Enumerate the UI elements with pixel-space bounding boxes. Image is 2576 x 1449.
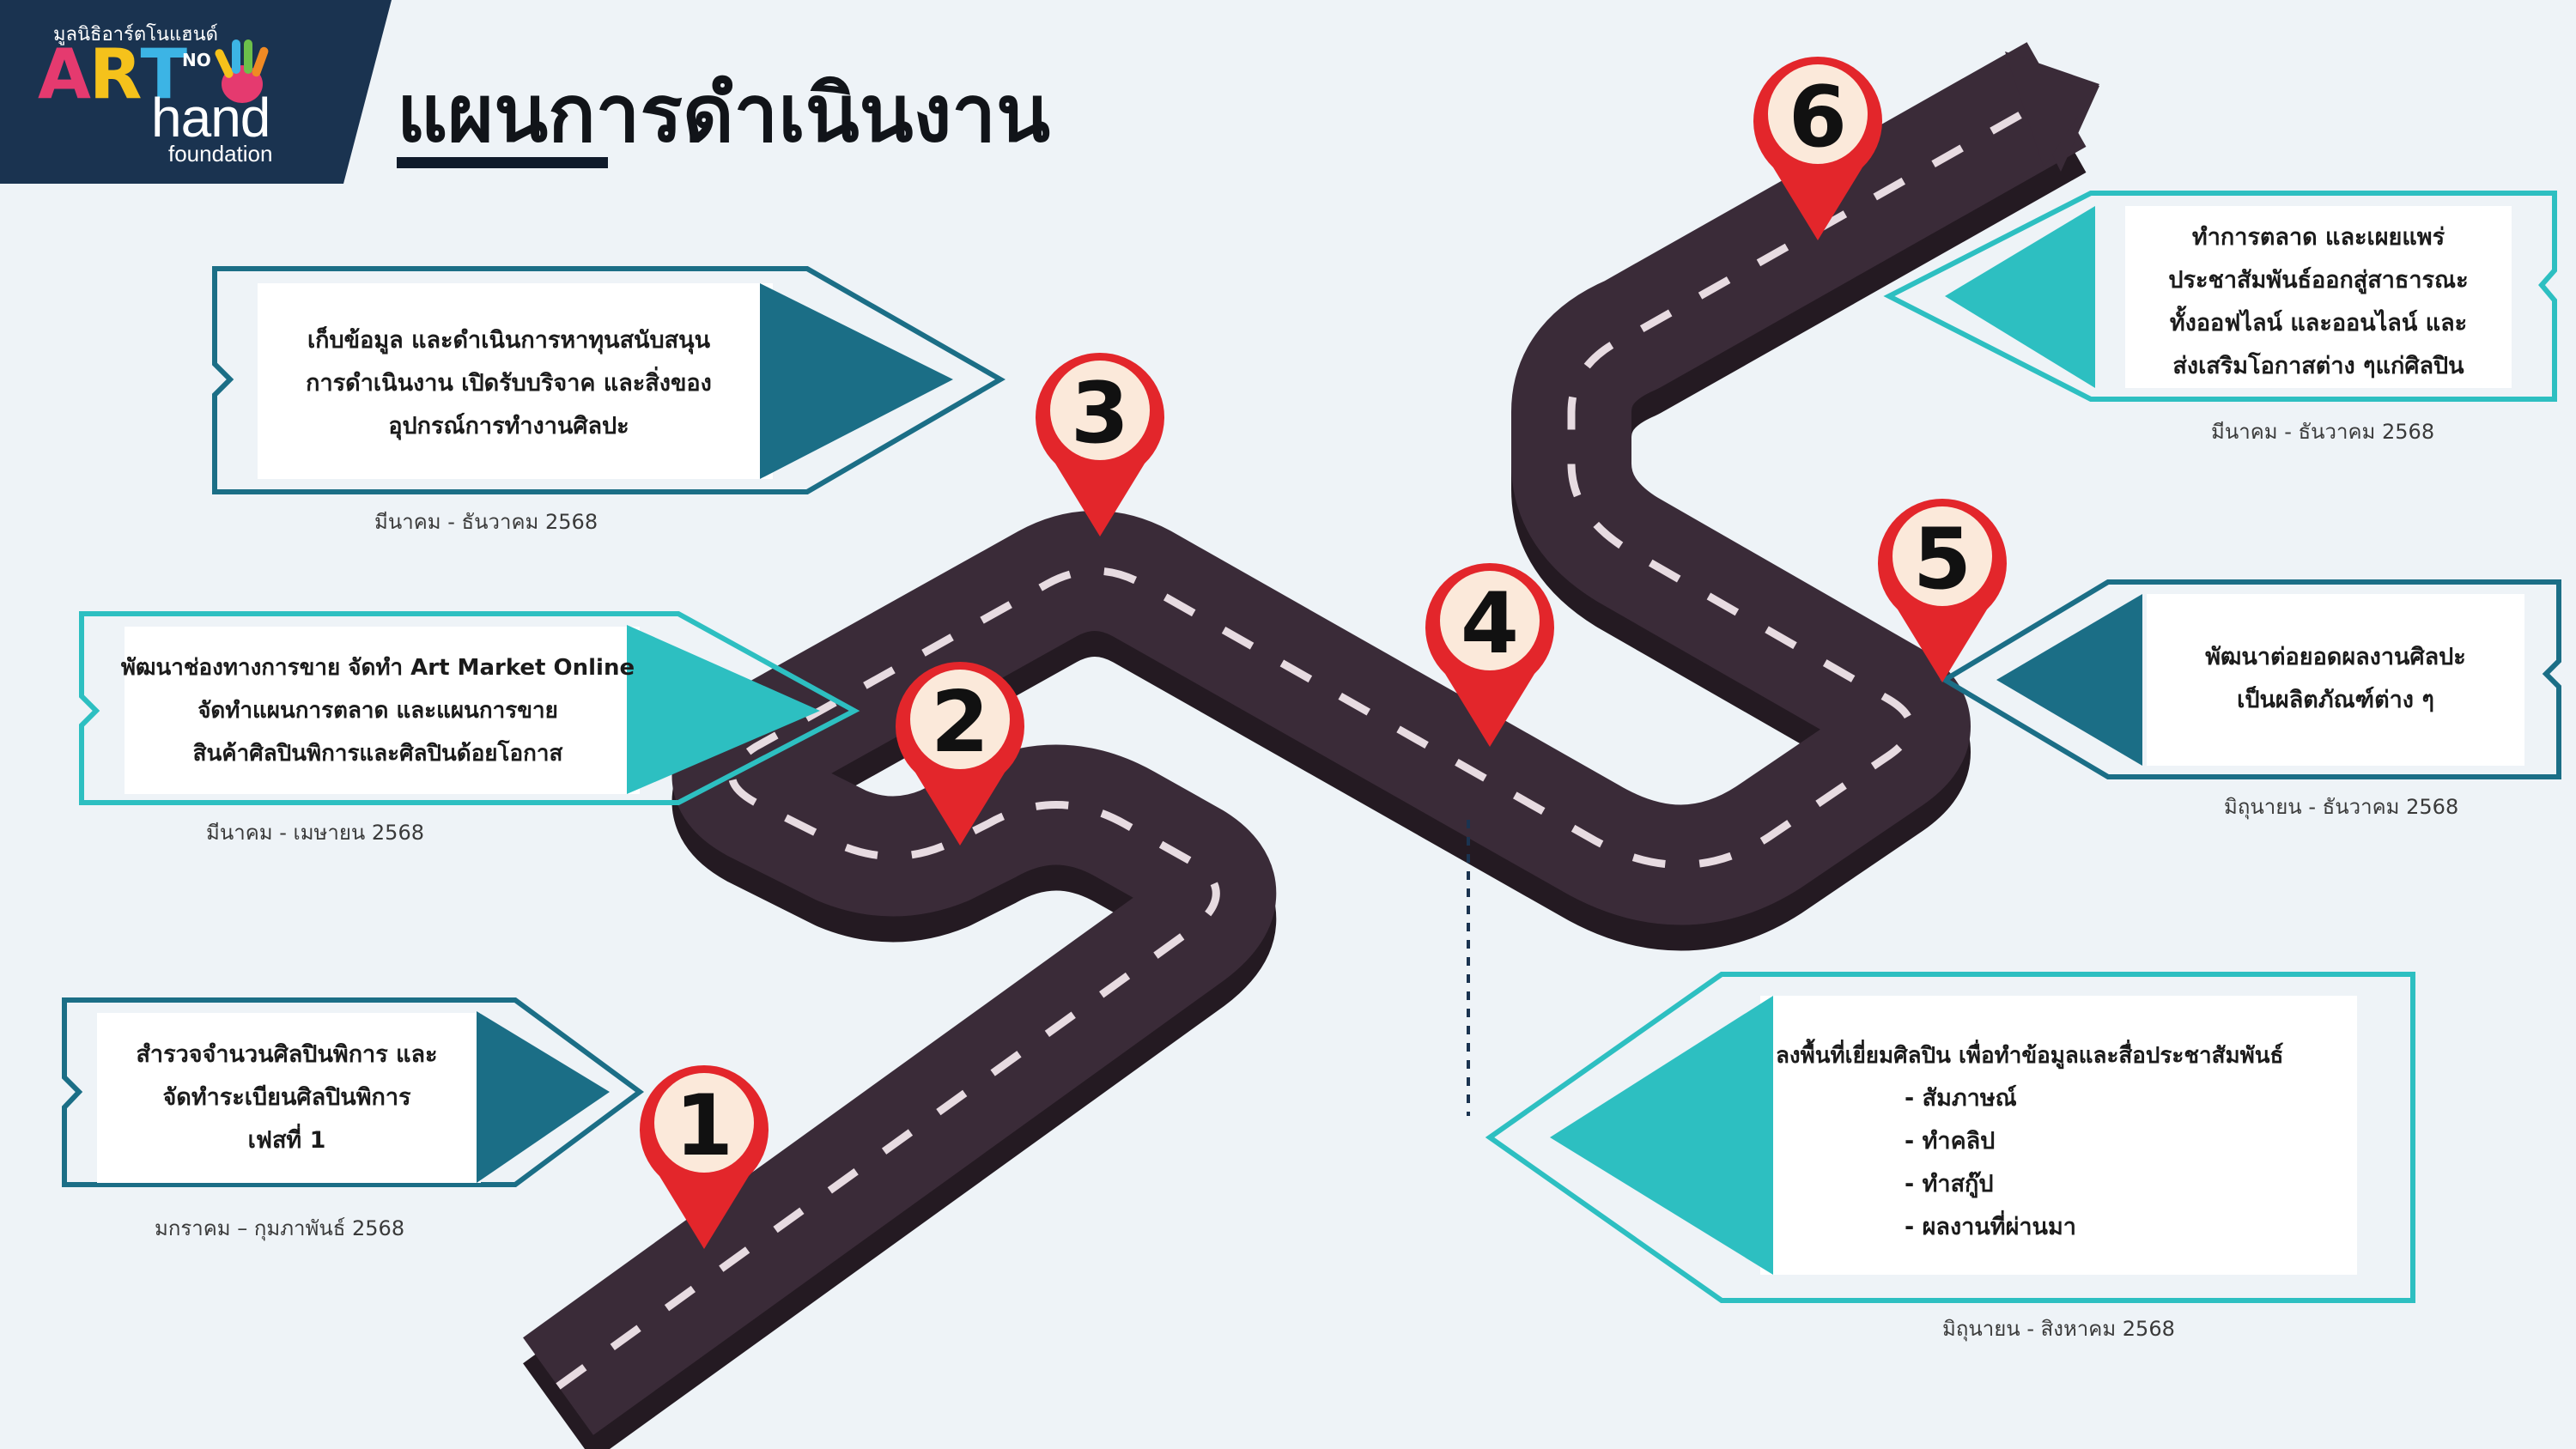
title-underline (397, 157, 608, 168)
card-3-period: มีนาคม - ธันวาคม 2568 (374, 510, 598, 534)
card-2-line-3: สินค้าศิลปินพิการและศิลปินด้อยโอกาส (192, 741, 563, 767)
card-6-frame (1883, 191, 2557, 402)
logo-no-text: NO (182, 50, 211, 70)
card-5-line-1: พัฒนาต่อยอดผลงานศิลปะ (2205, 644, 2466, 670)
pin-5 (1878, 498, 2007, 682)
card-3-frame (212, 266, 1005, 494)
card-5-line-2: เป็นผลิตภัณฑ์ต่าง ๆ (2237, 687, 2434, 713)
card-3-text: เก็บข้อมูล และดำเนินการหาทุนสนับสนุน การ… (258, 319, 760, 448)
card-4-list: - สัมภาษณ์ - ทำคลิป - ทำสกู๊ป - ผลงานที่… (1905, 1077, 2076, 1249)
logo-letter-a: A (38, 34, 91, 114)
brand-logo: มูลนิธิอาร์ตโนแฮนด์ ART NO hand foundati… (0, 0, 392, 184)
card-6-line-3: ทั้งออฟไลน์ และออนไลน์ และ (2169, 310, 2468, 336)
pin-3-number: 3 (1070, 365, 1130, 463)
pin-4 (1425, 562, 1554, 747)
card-1-frame (62, 997, 645, 1187)
card-4-frame (1485, 972, 2415, 1303)
card-2-text: พัฒนาช่องทางการขาย จัดทำ Art Market Onli… (120, 646, 635, 775)
pin-1 (640, 1064, 769, 1249)
card-3-line-1: เก็บข้อมูล และดำเนินการหาทุนสนับสนุน (307, 327, 711, 354)
card-4-item-2: - ทำคลิป (1905, 1128, 1996, 1155)
card-6-text: ทำการตลาด และเผยแพร่ ประชาสัมพันธ์ออกสู่… (2125, 216, 2512, 388)
hand-icon (215, 39, 269, 103)
logo-letter-r: R (88, 34, 143, 114)
logo-org-name: มูลนิธิอาร์ตโนแฮนด์ (53, 24, 218, 45)
card-3-line-2: การดำเนินงาน เปิดรับบริจาค และสิ่งของ (306, 370, 712, 397)
card-4-item-3: - ทำสกู๊ป (1905, 1171, 1994, 1197)
card-2-line-1: พัฒนาช่องทางการขาย จัดทำ Art Market Onli… (120, 655, 635, 681)
card-1-line-1: สำรวจจำนวนศิลปินพิการ และ (136, 1041, 438, 1068)
card-3-line-3: อุปกรณ์การทำงานศิลปะ (388, 413, 629, 440)
road (523, 42, 2099, 1449)
card-1-text: สำรวจจำนวนศิลปินพิการ และ จัดทำระเบียนศิ… (97, 1034, 477, 1162)
card-1-period: มกราคม – กุมภาพันธ์ 2568 (155, 1216, 405, 1240)
card-2-frame (79, 611, 860, 805)
card-1-line-2: จัดทำระเบียนศิลปินพิการ (162, 1084, 411, 1111)
pin-4-number: 4 (1460, 575, 1520, 673)
pin-1-number: 1 (674, 1077, 734, 1175)
logo-hand-text: hand (151, 87, 270, 149)
pin-6-number: 6 (1788, 69, 1848, 167)
card-5-text: พัฒนาต่อยอดผลงานศิลปะ เป็นผลิตภัณฑ์ต่าง … (2147, 636, 2524, 722)
pin-2-number: 2 (930, 674, 990, 772)
card-6-line-1: ทำการตลาด และเผยแพร่ (2191, 224, 2445, 251)
logo-foundation-text: foundation (168, 141, 273, 167)
card-6-period: มีนาคม - ธันวาคม 2568 (2211, 420, 2435, 444)
card-2-line-2: จัดทำแผนการตลาด และแผนการขาย (197, 698, 558, 724)
card-1-line-3: เฟสที่ 1 (247, 1127, 326, 1154)
logo-letter-t: T (140, 34, 188, 114)
card-6-line-4: ส่งเสริมโอกาสต่าง ๆแก่ศิลปิน (2172, 353, 2464, 379)
card-5-period: มิถุนายน - ธันวาคม 2568 (2224, 795, 2459, 819)
logo-art-word: ART (38, 34, 188, 114)
pin-6 (1753, 56, 1882, 240)
card-6-line-2: ประชาสัมพันธ์ออกสู่สาธารณะ (2168, 267, 2469, 294)
pin-2 (896, 661, 1024, 846)
pin-5-number: 5 (1912, 511, 1972, 609)
pin-3 (1036, 352, 1164, 537)
card-4-period: มิถุนายน - สิงหาคม 2568 (1942, 1317, 2175, 1341)
card-5-frame (1940, 579, 2561, 779)
card-2-period: มีนาคม - เมษายน 2568 (206, 821, 424, 845)
card-4-heading: ลงพื้นที่เยี่ยมศิลปิน เพื่อทำข้อมูลและสื… (1776, 1043, 2284, 1069)
card-4-item-4: - ผลงานที่ผ่านมา (1905, 1214, 2076, 1240)
card-4-item-1: - สัมภาษณ์ (1905, 1085, 2017, 1112)
page-title: แผนการดำเนินงาน (397, 68, 1050, 160)
